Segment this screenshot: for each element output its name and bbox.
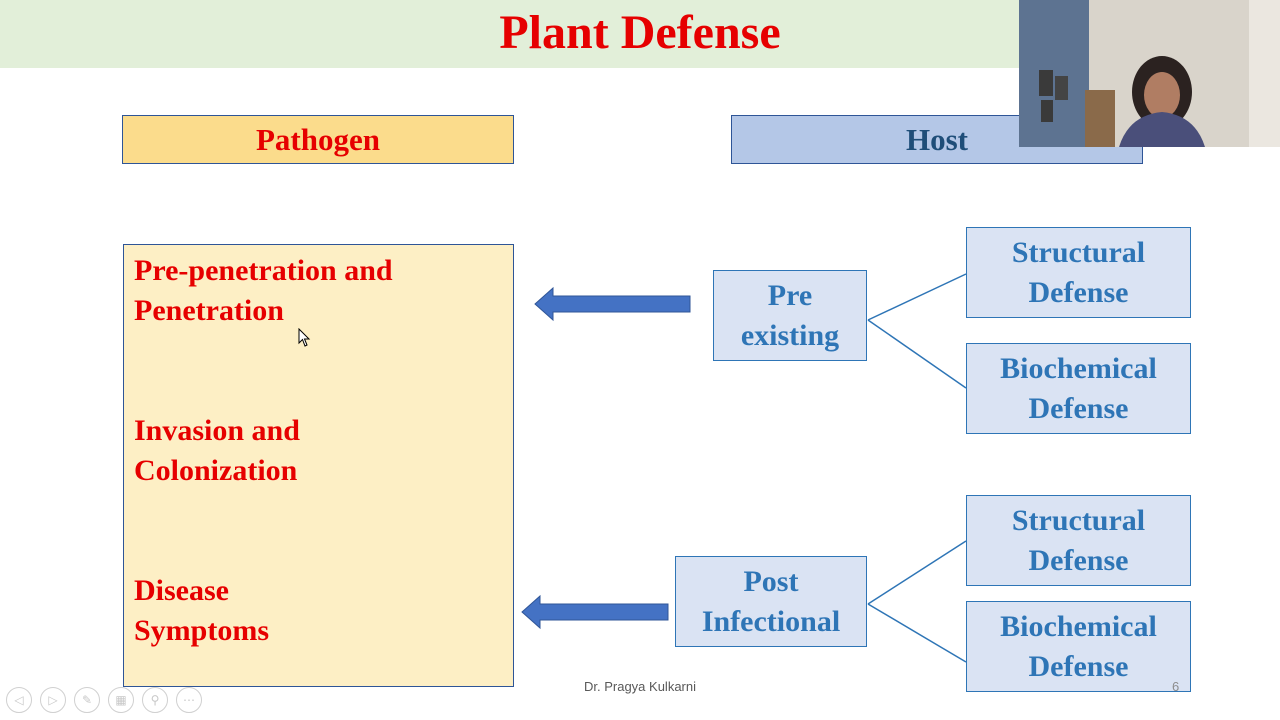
pre-existing-node: Pre existing bbox=[713, 270, 867, 361]
pathogen-header: Pathogen bbox=[122, 115, 514, 164]
pre-structural-defense-node: Structural Defense bbox=[966, 227, 1191, 318]
arrow-post-infectional bbox=[521, 594, 669, 630]
connector-post-biochemical bbox=[867, 603, 967, 663]
arrow-pre-existing bbox=[534, 286, 691, 322]
more-icon[interactable]: ⋯ bbox=[176, 687, 202, 713]
connector-pre-structural bbox=[867, 273, 967, 321]
connector-pre-biochemical bbox=[867, 319, 967, 389]
post-structural-defense-node: Structural Defense bbox=[966, 495, 1191, 586]
pre-biochemical-defense-node: Biochemical Defense bbox=[966, 343, 1191, 434]
stage-pre-penetration: Pre-penetration and Penetration bbox=[134, 254, 393, 327]
slide-title: Plant Defense bbox=[499, 6, 781, 59]
presenter-webcam bbox=[1019, 0, 1280, 147]
post-infectional-node: Post Infectional bbox=[675, 556, 867, 647]
next-icon[interactable]: ▷ bbox=[40, 687, 66, 713]
zoom-icon[interactable]: ⚲ bbox=[142, 687, 168, 713]
connector-post-structural bbox=[867, 540, 967, 605]
stage-invasion: Invasion and Colonization bbox=[134, 414, 300, 487]
pen-icon[interactable]: ✎ bbox=[74, 687, 100, 713]
mouse-cursor-icon bbox=[298, 328, 311, 347]
slides-icon[interactable]: ▦ bbox=[108, 687, 134, 713]
slide-number: 6 bbox=[1172, 679, 1180, 694]
post-biochemical-defense-node: Biochemical Defense bbox=[966, 601, 1191, 692]
webcam-scene bbox=[1019, 0, 1280, 147]
previous-icon[interactable]: ◁ bbox=[6, 687, 32, 713]
stage-disease-symptoms: Disease Symptoms bbox=[134, 574, 270, 647]
slideshow-toolbar: ◁ ▷ ✎ ▦ ⚲ ⋯ bbox=[6, 687, 202, 713]
footer-author: Dr. Pragya Kulkarni bbox=[584, 679, 696, 694]
pathogen-stages-box: Pre-penetration and Penetration Invasion… bbox=[123, 244, 514, 687]
